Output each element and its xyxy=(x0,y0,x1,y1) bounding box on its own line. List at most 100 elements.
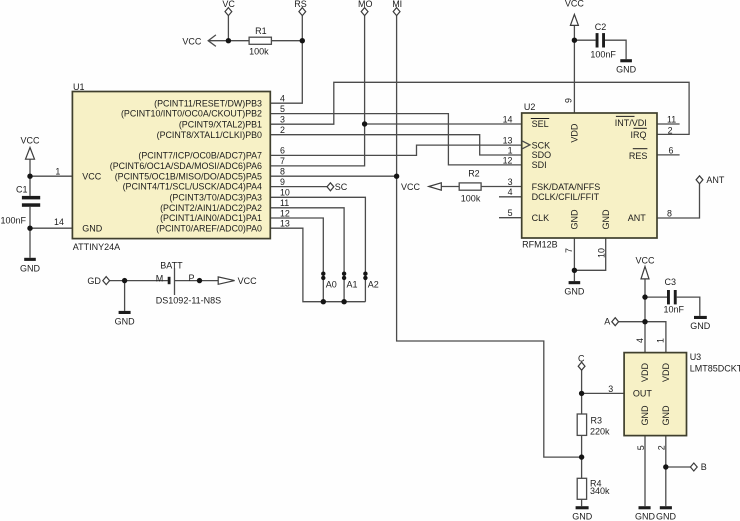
svg-text:C2: C2 xyxy=(595,22,607,32)
svg-text:5: 5 xyxy=(280,104,285,114)
svg-text:(PCINT7/ICP/OC0B/ADC7)PA7: (PCINT7/ICP/OC0B/ADC7)PA7 xyxy=(138,151,262,161)
svg-text:GND: GND xyxy=(635,512,656,521)
svg-text:10: 10 xyxy=(280,188,290,198)
svg-text:4: 4 xyxy=(635,338,645,343)
svg-text:340k: 340k xyxy=(590,486,610,496)
svg-text:8: 8 xyxy=(280,167,285,177)
svg-text:VDD: VDD xyxy=(570,123,580,143)
svg-text:SCK: SCK xyxy=(532,140,551,150)
svg-text:GND: GND xyxy=(564,287,585,297)
svg-text:SDO: SDO xyxy=(532,150,552,160)
svg-text:GND: GND xyxy=(572,512,593,521)
svg-text:VDD: VDD xyxy=(640,363,650,383)
svg-text:VC: VC xyxy=(222,0,235,9)
svg-text:(PCINT4/T1/SCL/USCK/ADC4)PA4: (PCINT4/T1/SCL/USCK/ADC4)PA4 xyxy=(123,182,262,192)
svg-text:12: 12 xyxy=(503,155,513,165)
svg-text:(PCINT5/OC1B/MISO/DO/ADC5)PA5: (PCINT5/OC1B/MISO/DO/ADC5)PA5 xyxy=(115,171,262,181)
svg-text:R3: R3 xyxy=(591,416,603,426)
svg-text:RFM12B: RFM12B xyxy=(522,240,558,250)
svg-text:GND: GND xyxy=(661,405,671,426)
svg-text:(PCINT10/INT0/OC0A/CKOUT)PB2: (PCINT10/INT0/OC0A/CKOUT)PB2 xyxy=(121,109,262,119)
svg-text:12: 12 xyxy=(280,208,290,218)
svg-text:4: 4 xyxy=(280,94,285,104)
svg-text:C3: C3 xyxy=(665,277,677,287)
svg-text:CLK: CLK xyxy=(532,213,550,223)
svg-text:1: 1 xyxy=(508,145,513,155)
svg-text:SC: SC xyxy=(335,182,348,192)
svg-text:R1: R1 xyxy=(255,26,267,36)
svg-text:3: 3 xyxy=(508,177,513,187)
svg-text:VCC: VCC xyxy=(401,182,421,192)
svg-text:DCLK/CFIL/FFIT: DCLK/CFIL/FFIT xyxy=(532,192,600,202)
svg-text:MI: MI xyxy=(392,0,402,9)
svg-text:GND: GND xyxy=(640,405,650,426)
svg-text:10nF: 10nF xyxy=(664,304,685,314)
svg-text:GND: GND xyxy=(601,209,611,230)
svg-text:FSK/DATA/NFFS: FSK/DATA/NFFS xyxy=(532,182,601,192)
svg-text:9: 9 xyxy=(563,98,573,103)
svg-text:A2: A2 xyxy=(368,280,379,290)
svg-text:8: 8 xyxy=(667,208,672,218)
svg-text:GND: GND xyxy=(690,321,711,331)
svg-text:100k: 100k xyxy=(461,194,481,204)
svg-text:2: 2 xyxy=(280,125,285,135)
svg-text:P: P xyxy=(189,273,195,283)
svg-text:INT/VDI: INT/VDI xyxy=(615,118,647,128)
svg-text:7: 7 xyxy=(280,156,285,166)
svg-text:3: 3 xyxy=(280,115,285,125)
svg-text:(PCINT6/OC1A/SDA/MOSI/ADC6)PA6: (PCINT6/OC1A/SDA/MOSI/ADC6)PA6 xyxy=(110,161,262,171)
svg-text:13: 13 xyxy=(280,219,290,229)
svg-text:(PCINT2/AIN1/ADC2)PA2: (PCINT2/AIN1/ADC2)PA2 xyxy=(160,203,262,213)
svg-text:6: 6 xyxy=(669,145,674,155)
svg-text:11: 11 xyxy=(280,198,289,208)
svg-text:GND: GND xyxy=(20,263,41,273)
svg-text:2: 2 xyxy=(668,126,673,136)
svg-text:9: 9 xyxy=(280,177,285,187)
svg-text:VDD: VDD xyxy=(661,363,671,383)
svg-text:2: 2 xyxy=(657,445,667,450)
svg-text:ATTINY24A: ATTINY24A xyxy=(73,242,120,252)
svg-text:A1: A1 xyxy=(347,280,358,290)
svg-text:GND: GND xyxy=(82,223,103,233)
svg-text:VCC: VCC xyxy=(238,276,258,286)
svg-text:(PCINT0/AREF/ADC0)PA0: (PCINT0/AREF/ADC0)PA0 xyxy=(156,223,262,233)
svg-text:11: 11 xyxy=(667,114,676,124)
svg-text:3: 3 xyxy=(608,384,613,394)
svg-text:R2: R2 xyxy=(468,169,480,179)
svg-text:VCC: VCC xyxy=(20,136,40,146)
svg-text:100k: 100k xyxy=(249,47,269,57)
svg-text:ANT: ANT xyxy=(628,213,647,223)
svg-text:(PCINT1/AIN0/ADC1)PA1: (PCINT1/AIN0/ADC1)PA1 xyxy=(160,213,262,223)
svg-text:7: 7 xyxy=(564,248,574,253)
svg-text:M: M xyxy=(156,273,164,283)
svg-text:SDI: SDI xyxy=(532,160,547,170)
svg-text:14: 14 xyxy=(54,217,64,227)
svg-text:MO: MO xyxy=(358,0,373,9)
svg-text:C: C xyxy=(578,354,585,364)
svg-text:100nF: 100nF xyxy=(590,50,616,60)
svg-text:14: 14 xyxy=(503,114,513,124)
svg-text:R4: R4 xyxy=(590,478,602,488)
svg-text:100nF: 100nF xyxy=(1,216,27,226)
svg-text:B: B xyxy=(701,462,707,472)
svg-text:(PCINT9/XTAL2)PB1: (PCINT9/XTAL2)PB1 xyxy=(179,119,262,129)
svg-text:4: 4 xyxy=(508,187,513,197)
svg-text:10: 10 xyxy=(597,248,607,258)
svg-text:OUT: OUT xyxy=(633,389,653,399)
svg-text:5: 5 xyxy=(636,445,646,450)
svg-text:ANT: ANT xyxy=(706,175,725,185)
svg-text:6: 6 xyxy=(280,146,285,156)
svg-text:13: 13 xyxy=(503,136,513,146)
svg-text:GD: GD xyxy=(87,276,101,286)
svg-text:U2: U2 xyxy=(524,102,536,112)
svg-text:5: 5 xyxy=(508,208,513,218)
svg-text:C1: C1 xyxy=(16,185,28,195)
svg-text:(PCINT11/RESET/DW)PB3: (PCINT11/RESET/DW)PB3 xyxy=(154,98,262,108)
svg-text:VCC: VCC xyxy=(635,255,655,265)
svg-text:VCC: VCC xyxy=(82,171,102,181)
svg-text:1: 1 xyxy=(55,167,60,177)
svg-text:IRQ: IRQ xyxy=(630,130,646,140)
svg-text:A: A xyxy=(604,317,610,327)
svg-text:RS: RS xyxy=(294,0,307,9)
svg-text:VCC: VCC xyxy=(182,36,202,46)
